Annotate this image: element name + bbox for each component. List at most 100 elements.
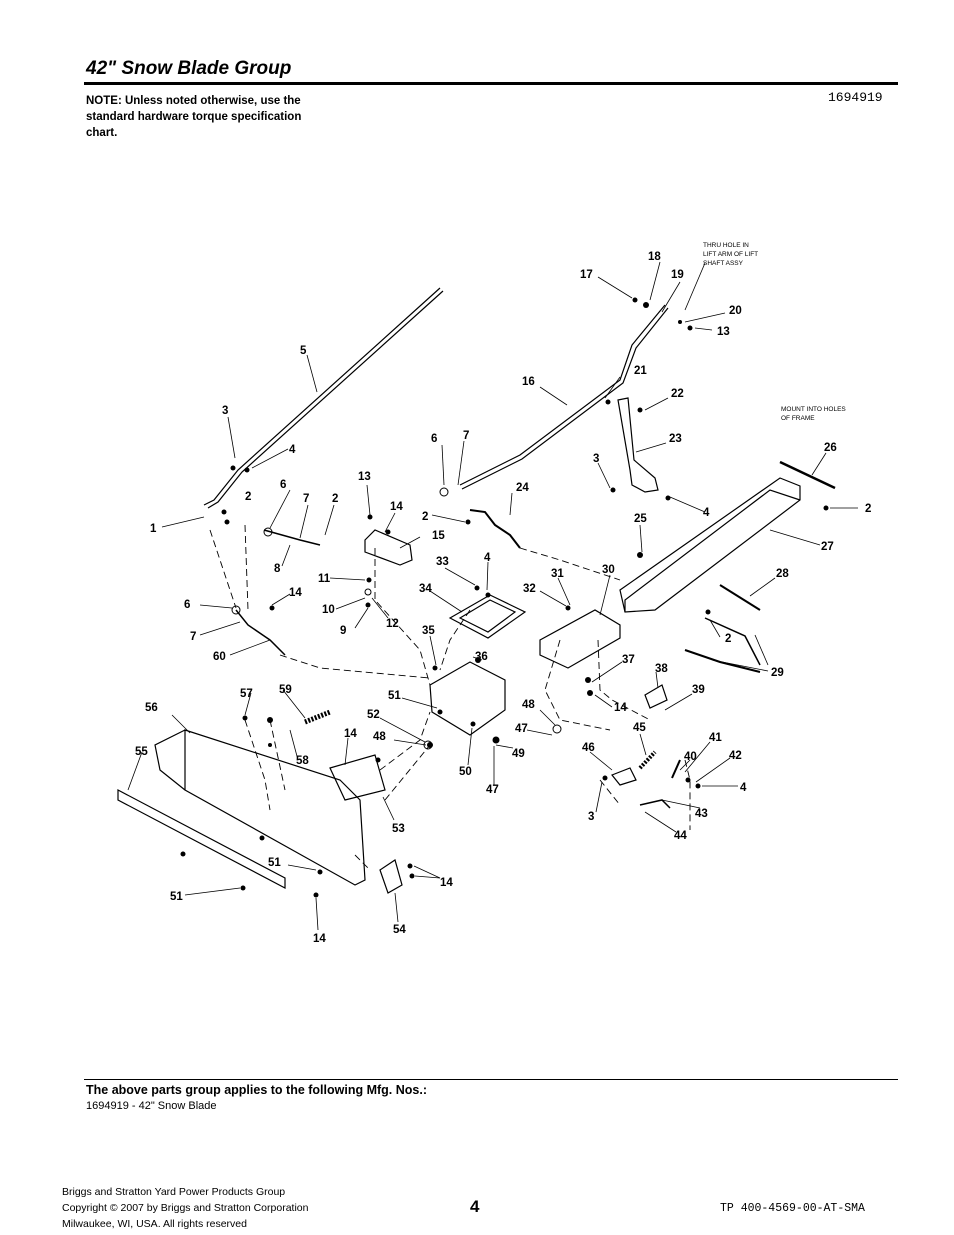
callout-54: 54 <box>393 924 406 936</box>
caption-thru-hole: SHAFT ASSY <box>703 260 744 267</box>
callout-2: 2 <box>865 503 871 515</box>
page-number: 4 <box>470 1197 480 1216</box>
callout-29: 29 <box>771 667 784 679</box>
callout-2: 2 <box>245 491 251 503</box>
callout-7: 7 <box>303 493 309 505</box>
callout-18: 18 <box>648 251 661 263</box>
callout-15: 15 <box>432 530 445 542</box>
callout-4: 4 <box>484 552 491 564</box>
applies-heading: The above parts group applies to the fol… <box>86 1083 427 1097</box>
callout-21: 21 <box>634 365 647 377</box>
callout-4: 4 <box>289 444 296 456</box>
callout-12: 12 <box>386 618 399 630</box>
callout-6: 6 <box>431 433 437 445</box>
callout-36: 36 <box>475 651 488 663</box>
callout-33: 33 <box>436 556 449 568</box>
callout-39: 39 <box>692 684 705 696</box>
callout-5: 5 <box>300 345 307 357</box>
caption-thru-hole: LIFT ARM OF LIFT <box>703 251 758 258</box>
footer-line: Copyright © 2007 by Briggs and Stratton … <box>62 1202 309 1214</box>
callout-23: 23 <box>669 433 682 445</box>
callout-52: 52 <box>367 709 380 721</box>
callout-59: 59 <box>279 684 292 696</box>
callout-6: 6 <box>184 599 190 611</box>
callout-41: 41 <box>709 732 722 744</box>
caption-thru-hole: THRU HOLE IN <box>703 242 749 249</box>
callout-37: 37 <box>622 654 635 666</box>
callout-48: 48 <box>373 731 386 743</box>
callout-16: 16 <box>522 376 535 388</box>
document-number: 1694919 <box>828 90 883 105</box>
callout-14: 14 <box>344 728 357 740</box>
callout-50: 50 <box>459 766 472 778</box>
callout-14: 14 <box>390 501 403 513</box>
callout-26: 26 <box>824 442 837 454</box>
callout-56: 56 <box>145 702 158 714</box>
callout-27: 27 <box>821 541 834 553</box>
callout-51: 51 <box>268 857 281 869</box>
applies-rule <box>84 1079 898 1080</box>
callout-25: 25 <box>634 513 647 525</box>
callout-30: 30 <box>602 564 615 576</box>
callout-13: 13 <box>717 326 730 338</box>
callout-2: 2 <box>422 511 428 523</box>
callout-6: 6 <box>280 479 286 491</box>
callout-8: 8 <box>274 563 281 575</box>
callout-11: 11 <box>318 573 331 585</box>
callout-22: 22 <box>671 388 684 400</box>
callout-4: 4 <box>703 507 710 519</box>
callout-48: 48 <box>522 699 535 711</box>
callout-55: 55 <box>135 746 148 758</box>
callout-14: 14 <box>440 877 453 889</box>
callout-10: 10 <box>322 604 335 616</box>
callout-14: 14 <box>289 587 302 599</box>
footer-line: Briggs and Stratton Yard Power Products … <box>62 1186 286 1198</box>
callout-2: 2 <box>725 633 731 645</box>
callout-20: 20 <box>729 305 742 317</box>
callout-3: 3 <box>222 405 228 417</box>
callout-19: 19 <box>671 269 684 281</box>
callout-1: 1 <box>150 523 157 535</box>
callout-46: 46 <box>582 742 595 754</box>
applies-item: 1694919 - 42" Snow Blade <box>86 1100 217 1112</box>
callout-14: 14 <box>614 702 627 714</box>
callout-51: 51 <box>170 891 183 903</box>
callout-60: 60 <box>213 651 226 663</box>
callout-3: 3 <box>593 453 599 465</box>
callout-7: 7 <box>190 631 196 643</box>
tp-number: TP 400-4569-00-AT-SMA <box>720 1202 865 1215</box>
callout-32: 32 <box>523 583 536 595</box>
caption-mount-holes: MOUNT INTO HOLES <box>781 406 846 413</box>
callout-57: 57 <box>240 688 253 700</box>
caption-mount-holes: OF FRAME <box>781 415 815 422</box>
header-rule <box>84 82 898 85</box>
callout-9: 9 <box>340 625 346 637</box>
callout-42: 42 <box>729 750 742 762</box>
callout-2: 2 <box>332 493 338 505</box>
page-title: 42" Snow Blade Group <box>86 58 292 79</box>
callout-47: 47 <box>486 784 499 796</box>
callout-35: 35 <box>422 625 435 637</box>
callout-47: 47 <box>515 723 528 735</box>
callout-34: 34 <box>419 583 432 595</box>
callout-58: 58 <box>296 755 309 767</box>
callout-43: 43 <box>695 808 708 820</box>
callout-44: 44 <box>674 830 687 842</box>
callout-45: 45 <box>633 722 646 734</box>
callout-3: 3 <box>588 811 594 823</box>
callout-38: 38 <box>655 663 668 675</box>
callout-7: 7 <box>463 430 469 442</box>
callout-49: 49 <box>512 748 525 760</box>
callout-51: 51 <box>388 690 401 702</box>
callout-14: 14 <box>313 933 326 945</box>
torque-note: NOTE: Unless noted otherwise, use the st… <box>86 95 302 139</box>
footer-copyright: Briggs and Stratton Yard Power Products … <box>62 1184 362 1232</box>
callout-53: 53 <box>392 823 405 835</box>
callout-24: 24 <box>516 482 529 494</box>
callout-17: 17 <box>580 269 593 281</box>
callout-13: 13 <box>358 471 371 483</box>
callout-4: 4 <box>740 782 747 794</box>
callout-40: 40 <box>684 751 697 763</box>
callout-31: 31 <box>551 568 564 580</box>
